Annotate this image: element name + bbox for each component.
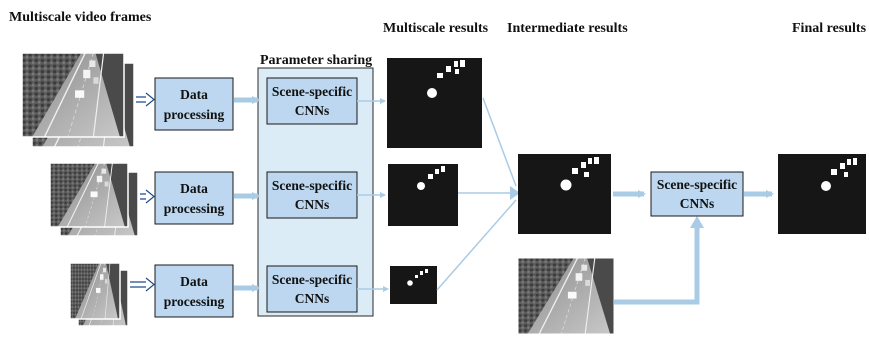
original-video-frame <box>517 257 615 335</box>
cnn-box-2: Scene-specific CNNs <box>266 171 358 219</box>
arrow-processing-to-cnn <box>234 96 260 292</box>
video-frame-stack-large <box>21 52 135 148</box>
svg-text:processing: processing <box>164 201 225 216</box>
header-multiscale-results: Multiscale results <box>383 21 489 36</box>
svg-text:CNNs: CNNs <box>295 291 330 306</box>
data-processing-box-1: Data processing <box>154 77 234 131</box>
cnn-box-1: Scene-specific CNNs <box>266 77 358 125</box>
header-intermediate-results: Intermediate results <box>507 21 628 36</box>
svg-text:processing: processing <box>164 294 225 309</box>
svg-text:CNNs: CNNs <box>295 103 330 118</box>
arrow-results-to-intermediate <box>436 97 520 291</box>
svg-text:Scene-specific: Scene-specific <box>657 177 737 192</box>
header-final-results: Final results <box>792 21 867 36</box>
data-processing-box-3: Data processing <box>154 264 234 318</box>
header-parameter-sharing: Parameter sharing <box>260 53 372 68</box>
svg-text:Scene-specific: Scene-specific <box>272 272 352 287</box>
svg-text:Data: Data <box>180 181 208 196</box>
header-multiscale-video-frames: Multiscale video frames <box>9 10 152 25</box>
svg-text:processing: processing <box>164 107 225 122</box>
multiscale-result-mask-small <box>390 266 437 304</box>
data-processing-box-2: Data processing <box>154 171 234 225</box>
final-result-mask <box>778 154 866 234</box>
final-cnn-box: Scene-specific CNNs <box>650 171 744 217</box>
svg-text:Scene-specific: Scene-specific <box>272 84 352 99</box>
svg-text:Data: Data <box>180 87 208 102</box>
svg-text:Scene-specific: Scene-specific <box>272 178 352 193</box>
arrow-frames-to-processing-2 <box>140 189 155 204</box>
cnn-box-3: Scene-specific CNNs <box>266 265 358 313</box>
svg-text:CNNs: CNNs <box>295 197 330 212</box>
multiscale-result-mask-large <box>387 58 482 148</box>
arrow-cnn-to-results <box>357 98 389 292</box>
svg-text:Data: Data <box>180 274 208 289</box>
arrow-frames-to-processing-3 <box>130 277 155 292</box>
svg-text:CNNs: CNNs <box>680 196 715 211</box>
intermediate-result-mask <box>518 154 611 234</box>
multiscale-result-mask-medium <box>388 164 458 226</box>
video-frame-stack-medium <box>49 162 139 237</box>
video-frame-stack-small <box>69 262 129 327</box>
arrow-frame-to-cnn <box>614 216 704 305</box>
arrow-frames-to-processing-1 <box>136 92 155 107</box>
